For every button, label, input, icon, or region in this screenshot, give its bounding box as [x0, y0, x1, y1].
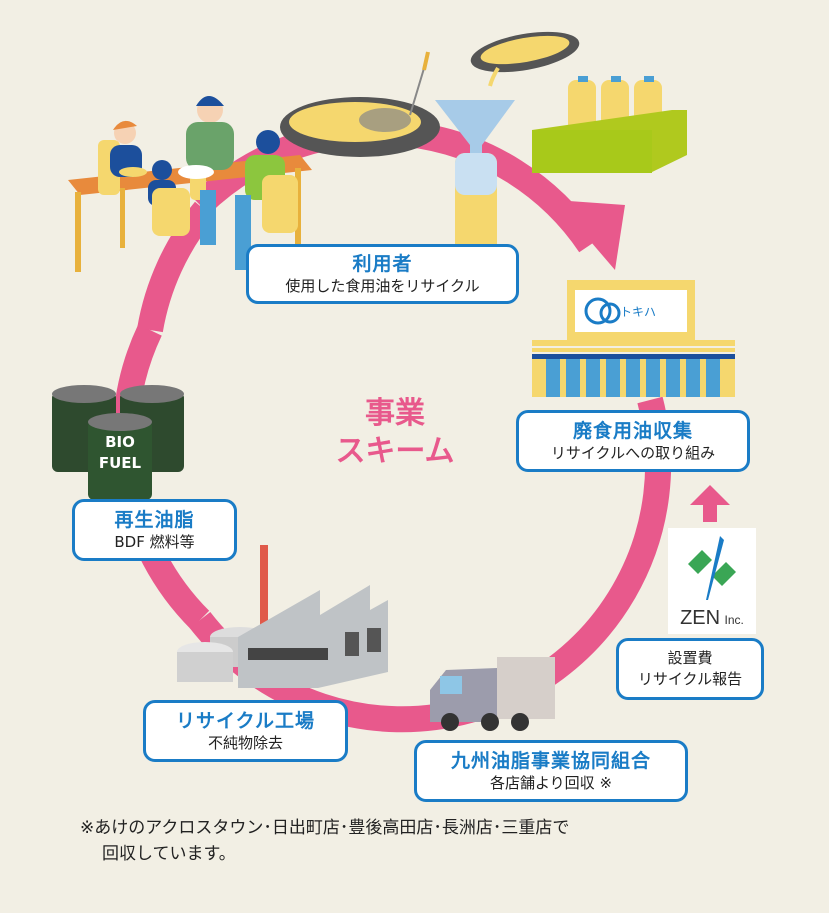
barrel-label-fuel: FUEL — [99, 454, 142, 472]
node-cooperative: 九州油脂事業協同組合 各店舗より回収 ※ — [414, 740, 688, 802]
node-biofuel: 再生油脂 BDF 燃料等 — [72, 499, 237, 561]
barrel-label-bio: BIO — [105, 433, 135, 451]
zen-logo: ZEN Inc. — [668, 528, 756, 634]
family-dining-illustration — [68, 96, 312, 272]
node-users-title: 利用者 — [352, 252, 413, 275]
zen-report-box: 設置費 リサイクル報告 — [616, 638, 764, 700]
node-factory: リサイクル工場 不純物除去 — [143, 700, 348, 762]
node-factory-subtitle: 不純物除去 — [207, 733, 283, 752]
node-users: 利用者 使用した食用油をリサイクル — [246, 244, 519, 304]
node-cooperative-title: 九州油脂事業協同組合 — [450, 749, 651, 772]
node-collection: 廃食用油収集 リサイクルへの取り組み — [516, 410, 750, 472]
scheme-title-line2: スキーム — [335, 434, 455, 469]
zen-logo-name: ZEN — [680, 607, 721, 629]
node-collection-title: 廃食用油収集 — [572, 419, 693, 442]
up-arrow-icon — [690, 485, 730, 522]
node-users-subtitle: 使用した食用油をリサイクル — [285, 276, 480, 295]
zen-report-line2: リサイクル報告 — [637, 670, 743, 688]
zen-logo-mark-icon — [688, 536, 736, 600]
scheme-title-line1: 事業 — [365, 396, 425, 431]
tokiha-store-illustration: トキハ — [532, 280, 735, 397]
node-cooperative-subtitle: 各店舗より回収 ※ — [489, 773, 613, 792]
recycle-factory-illustration — [177, 545, 388, 688]
node-factory-title: リサイクル工場 — [175, 709, 316, 732]
funnel-bottle-illustration — [435, 100, 515, 271]
biofuel-barrels-illustration: BIO FUEL — [52, 385, 184, 500]
node-collection-subtitle: リサイクルへの取り組み — [550, 443, 716, 462]
node-biofuel-title: 再生油脂 — [114, 508, 195, 531]
scheme-title: 事業 スキーム — [310, 395, 480, 471]
footnote: ※あけのアクロスタウン･日出町店･豊後高田店･長洲店･三重店で 回収しています。 — [80, 815, 720, 867]
oil-bottles-crate-illustration — [532, 76, 687, 173]
pouring-pan-illustration — [470, 31, 580, 87]
cycle-arrow-head — [555, 200, 625, 270]
footnote-line2: 回収しています。 — [102, 844, 236, 864]
zen-report-line1: 設置費 — [667, 649, 713, 667]
node-biofuel-subtitle: BDF 燃料等 — [114, 532, 195, 551]
store-logo-text: トキハ — [620, 305, 656, 319]
footnote-line1: ※あけのアクロスタウン･日出町店･豊後高田店･長洲店･三重店で — [80, 818, 570, 838]
wok-illustration — [280, 51, 440, 157]
zen-logo-suffix: Inc. — [724, 613, 744, 627]
collection-truck-illustration — [430, 657, 555, 731]
